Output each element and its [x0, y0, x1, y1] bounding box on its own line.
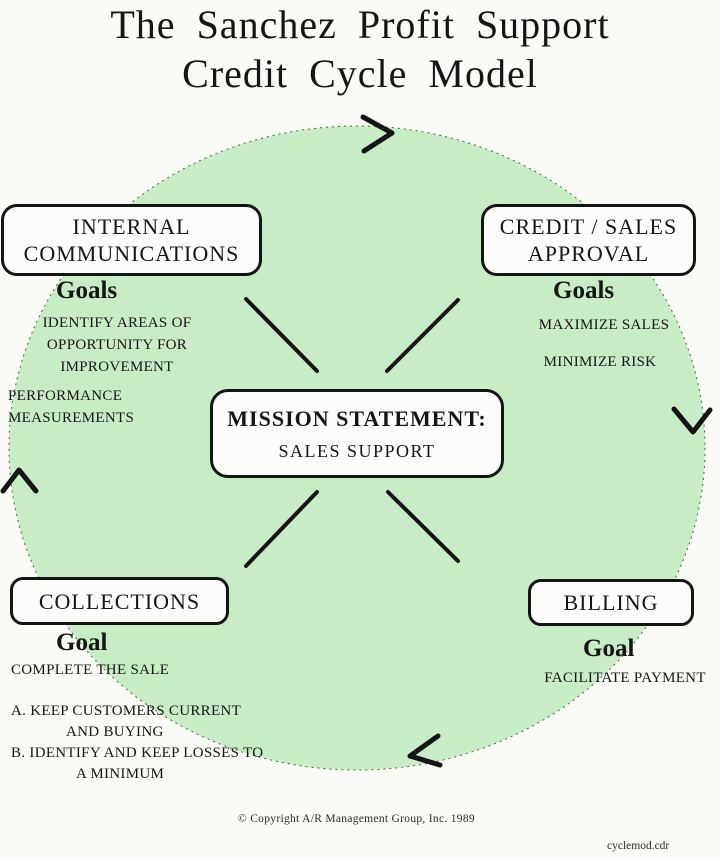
credit-sales-approval-heading: CREDIT / SALES APPROVAL: [499, 214, 678, 266]
cycle-arrow-bottom-icon: [407, 733, 443, 768]
page-title: The Sanchez Profit Support Credit Cycle …: [0, 0, 720, 98]
internal-communications-box: INTERNAL COMMUNICATIONS: [1, 204, 262, 276]
collections-goal-list: A. KEEP CUSTOMERS CURRENT AND BUYING B. …: [11, 701, 263, 785]
cycle-arrow-left-icon: [0, 467, 39, 494]
collections-list-item-a: A. KEEP CUSTOMERS CURRENT: [11, 703, 242, 719]
internal-communications-goals-label: Goals: [56, 277, 118, 304]
credit-sales-goal-2: MINIMIZE RISK: [543, 354, 657, 370]
billing-heading: BILLING: [563, 590, 659, 615]
collections-list-item-a2: AND BUYING: [66, 724, 164, 740]
collections-box: COLLECTIONS: [10, 577, 229, 625]
credit-sales-goals-label: Goals: [553, 277, 615, 304]
internal-communications-heading: INTERNAL COMMUNICATIONS: [23, 214, 240, 266]
page-title-line2: Credit Cycle Model: [182, 51, 538, 96]
page-title-line1: The Sanchez Profit Support: [110, 2, 610, 47]
mission-statement-box: MISSION STATEMENT: SALES SUPPORT: [210, 389, 504, 478]
mission-statement-subtitle: SALES SUPPORT: [278, 440, 436, 461]
connector-bottomright: [386, 490, 460, 563]
mission-statement-title: MISSION STATEMENT:: [227, 405, 487, 431]
collections-list-item-b: B. IDENTIFY AND KEEP LOSSES TO: [11, 745, 264, 761]
collections-goal-label: Goal: [56, 629, 108, 656]
connector-bottomleft: [244, 490, 319, 568]
internal-communications-goal-1: IDENTIFY AREAS OF OPPORTUNITY FOR IMPROV…: [42, 315, 192, 375]
billing-box: BILLING: [528, 579, 694, 626]
collections-heading: COLLECTIONS: [38, 588, 201, 614]
connector-topleft: [244, 297, 319, 373]
credit-sales-goal-1: MAXIMIZE SALES: [538, 317, 670, 333]
billing-goal-1: FACILITATE PAYMENT: [544, 670, 706, 686]
collections-list-item-b2: A MINIMUM: [76, 766, 165, 782]
connector-topright: [385, 298, 460, 373]
credit-sales-approval-box: CREDIT / SALES APPROVAL: [481, 204, 696, 276]
collections-subtitle: COMPLETE THE SALE: [11, 662, 170, 678]
cycle-arrow-top-icon: [360, 114, 395, 154]
cycle-arrow-right-icon: [671, 406, 713, 435]
internal-communications-goal-2: PERFORMANCE MEASUREMENTS: [8, 388, 135, 426]
copyright-notice: © Copyright A/R Management Group, Inc. 1…: [238, 813, 475, 825]
billing-goal-label: Goal: [583, 635, 635, 662]
source-filename: cyclemod.cdr: [607, 840, 670, 852]
